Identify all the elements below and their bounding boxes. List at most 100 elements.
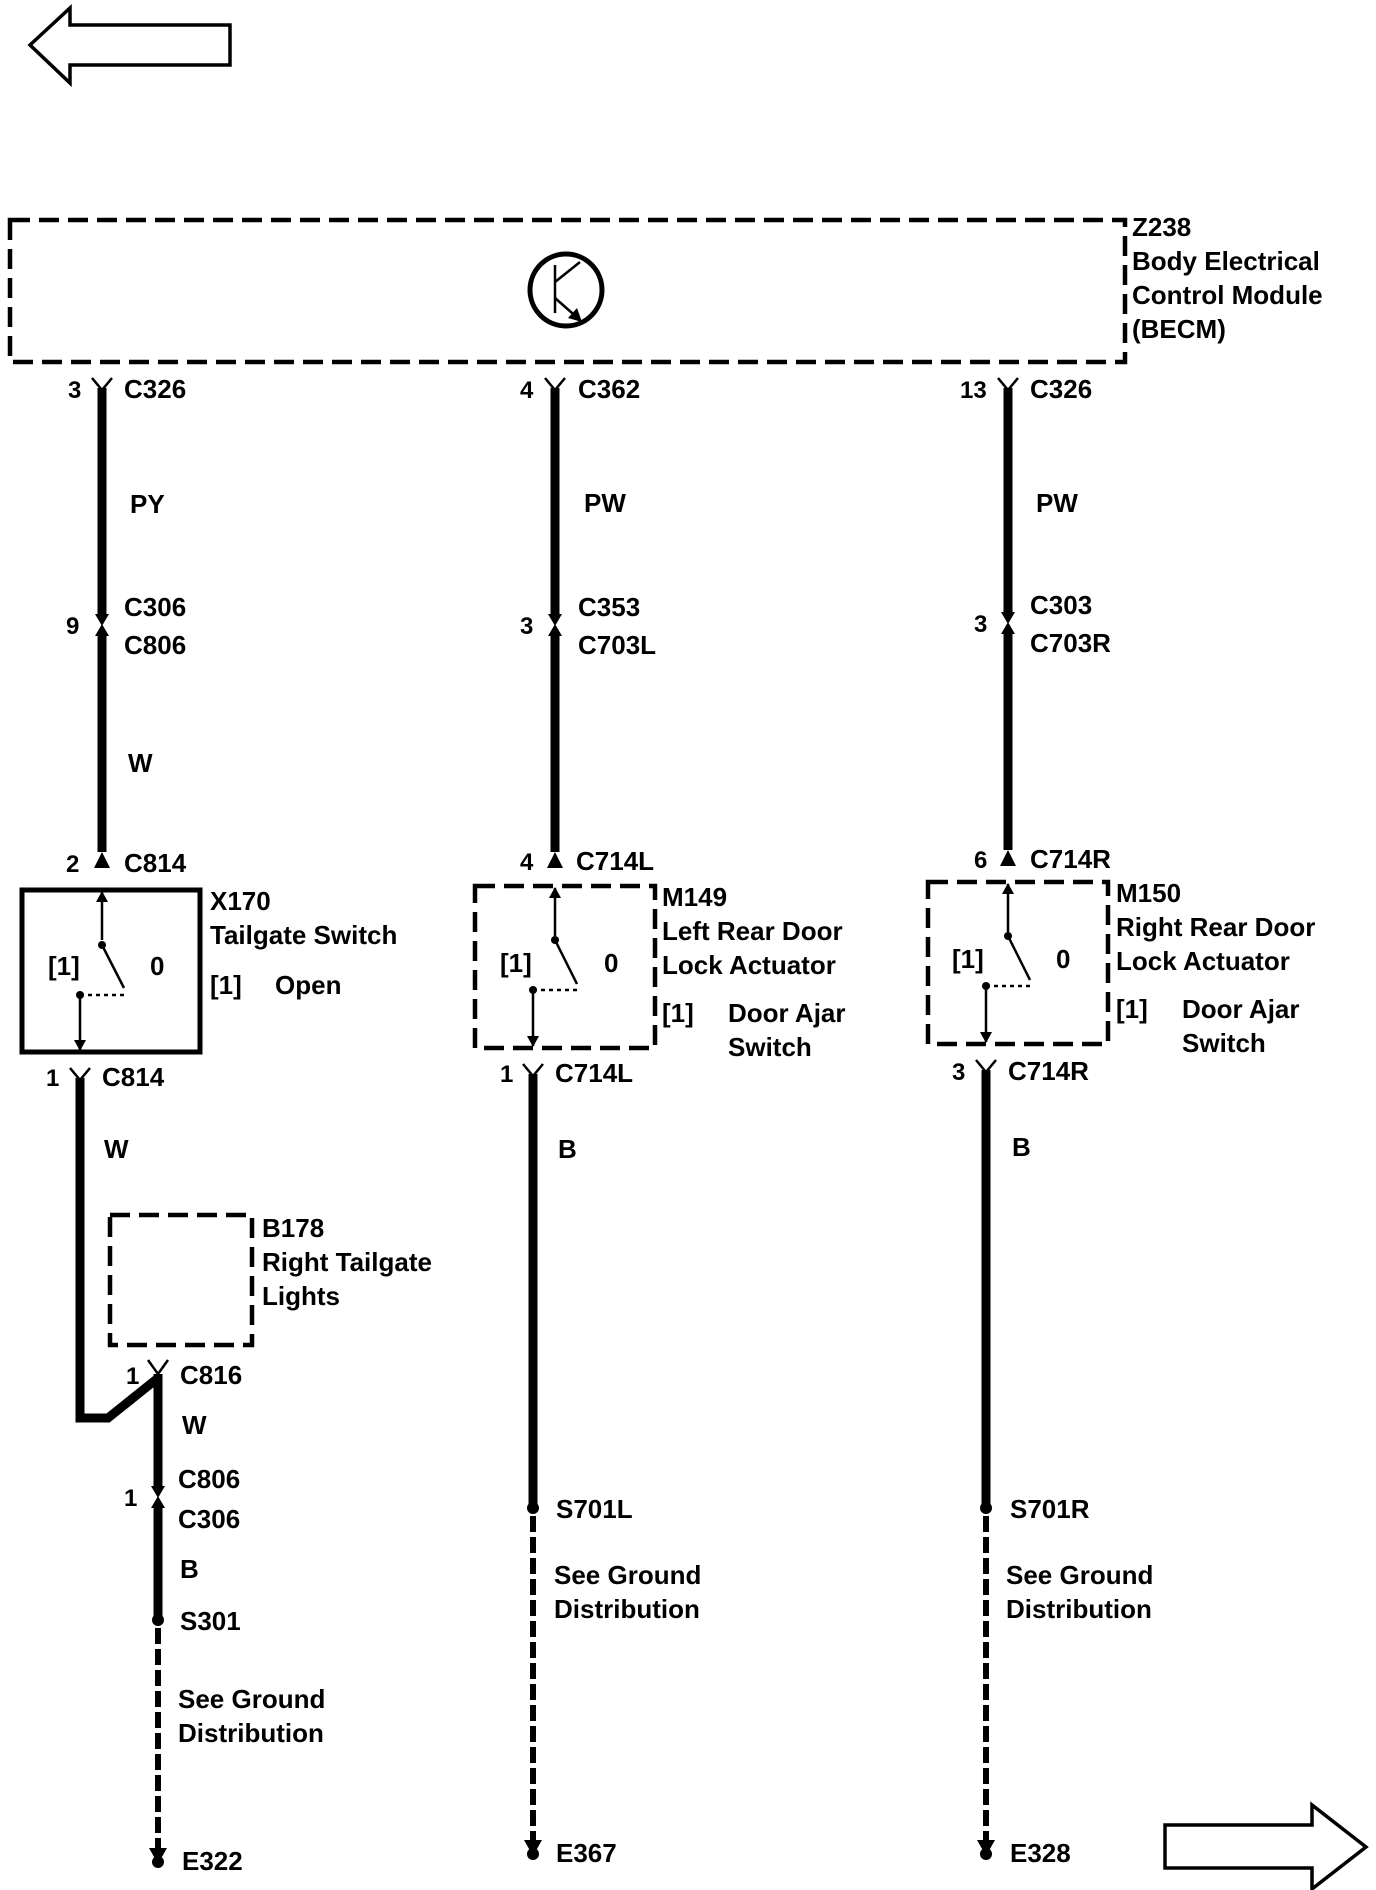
lamp-name-line2: Lights [262,1281,340,1311]
left-rear-door-lock-actuator-box [472,883,658,1051]
left-low-connector-a: C806 [178,1464,240,1494]
lamp-pin: 1 [126,1363,139,1390]
next-page-arrow-icon[interactable] [1163,1801,1369,1890]
mid-mid-connector-a: C353 [578,592,640,622]
ground-e367-icon [524,1840,542,1860]
lamp-id: B178 [262,1213,324,1243]
m150-name-line2: Lock Actuator [1116,946,1290,976]
mid-top-connector: C362 [578,374,640,404]
door-ajar-switch-icon [980,883,1033,1043]
right-mid-connector-a: C303 [1030,590,1092,620]
mid-mid-pin: 3 [520,613,533,640]
right-switch-bottom-pin: 3 [952,1059,965,1086]
mid-splice-label: S701L [556,1494,633,1524]
right-ground-note-1: See Ground [1006,1560,1153,1590]
left-ground-note-2: Distribution [178,1718,324,1748]
ground-e328-icon [977,1840,995,1860]
left-wire4-color: W [182,1410,207,1440]
left-low-connector-b: C306 [178,1504,240,1534]
right-note-line1: Door Ajar [1182,994,1300,1024]
mid-switch-bottom-pin: 1 [500,1061,513,1088]
splice-s701l [527,1502,539,1514]
circuit-right: 13 C326 PW 3 C303 C703R 6 C714R [1] 0 M1… [925,374,1315,1868]
module-name-line1: Body Electrical [1132,246,1320,276]
right-switch-top-connector: C714R [1030,844,1111,874]
mid-note-line1: Door Ajar [728,998,846,1028]
left-top-connector: C326 [124,374,186,404]
left-splice-label: S301 [180,1606,241,1636]
mid-note-tag: [1] [662,998,694,1028]
right-splice-label: S701R [1010,1494,1090,1524]
left-wire1-color: PY [130,489,165,519]
circuit-mid: 4 C362 PW 3 C353 C703L 4 C714L [1] 0 M14… [472,374,846,1868]
ground-e322-icon [149,1848,167,1868]
mid-top-pin: 4 [520,377,534,404]
left-note-tag: [1] [210,970,242,1000]
left-mid-pin: 9 [66,613,79,640]
previous-page-arrow-icon[interactable] [27,3,232,88]
mid-mid-connector-b: C703L [578,630,656,660]
mid-ground-label: E367 [556,1838,617,1868]
mid-wire2-color: B [558,1134,577,1164]
left-switch-bottom-pin: 1 [46,1065,59,1092]
right-top-pin: 13 [960,377,987,404]
tailgate-switch-name: Tailgate Switch [210,920,397,950]
m149-id: M149 [662,882,727,912]
left-wire2-color: W [128,748,153,778]
mid-contact-label: [1] [500,948,532,978]
left-switch-bottom-connector: C814 [102,1062,165,1092]
m150-id: M150 [1116,878,1181,908]
right-rear-door-lock-actuator-box [925,879,1111,1047]
circuit-left: 3 C326 PY 9 C306 C806 W 2 C814 [1] 0 X17… [19,374,432,1876]
becm-module-box [7,217,1128,365]
transistor-icon [527,251,605,329]
m150-name-line1: Right Rear Door [1116,912,1315,942]
right-tailgate-lights-box [107,1212,255,1348]
right-wire2-color: B [1012,1132,1031,1162]
mid-note-line2: Switch [728,1032,812,1062]
module-name-line2: Control Module [1132,280,1323,310]
mid-switch-top-connector: C714L [576,846,654,876]
m149-name-line2: Lock Actuator [662,950,836,980]
right-mid-connector-b: C703R [1030,628,1111,658]
right-switch-top-pin: 6 [974,847,987,874]
left-switch-top-pin: 2 [66,851,79,878]
right-contact-label: [1] [952,944,984,974]
left-ground-label: E322 [182,1846,243,1876]
right-mid-pin: 3 [974,611,987,638]
lamp-connector: C816 [180,1360,242,1390]
left-low-pin: 1 [124,1485,137,1512]
switch-contact-icon [74,891,126,1051]
right-contact-zero: 0 [1056,944,1070,974]
module-name-line3: (BECM) [1132,314,1226,344]
mid-ground-note-1: See Ground [554,1560,701,1590]
left-contact-label: [1] [48,951,80,981]
mid-wire1-color: PW [584,488,626,518]
right-top-connector: C326 [1030,374,1092,404]
left-mid-connector-b: C806 [124,630,186,660]
left-switch-top-connector: C814 [124,848,187,878]
left-contact-zero: 0 [150,951,164,981]
mid-switch-top-pin: 4 [520,849,534,876]
module-id: Z238 [1132,212,1191,242]
mid-ground-note-2: Distribution [554,1594,700,1624]
right-switch-bottom-connector: C714R [1008,1056,1089,1086]
left-ground-note-1: See Ground [178,1684,325,1714]
left-note-text: Open [275,970,341,1000]
lamp-name-line1: Right Tailgate [262,1247,432,1277]
m149-name-line1: Left Rear Door [662,916,843,946]
tailgate-switch-box [19,887,203,1055]
right-wire1-color: PW [1036,488,1078,518]
left-mid-connector-a: C306 [124,592,186,622]
right-ground-label: E328 [1010,1838,1071,1868]
left-wire5-color: B [180,1554,199,1584]
mid-switch-bottom-connector: C714L [555,1058,633,1088]
splice-s701r [980,1502,992,1514]
right-note-tag: [1] [1116,994,1148,1024]
door-ajar-switch-icon [527,887,580,1047]
splice-s301 [152,1614,164,1626]
right-ground-note-2: Distribution [1006,1594,1152,1624]
left-top-pin: 3 [68,377,81,404]
tailgate-switch-id: X170 [210,886,271,916]
